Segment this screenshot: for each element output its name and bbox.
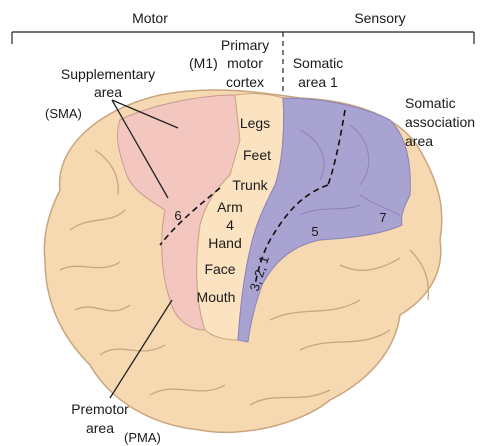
somatic-association-label: Somatic association area xyxy=(405,95,475,149)
premotor-line1: Premotor xyxy=(71,401,129,417)
area-6-number: 6 xyxy=(174,208,181,223)
somatic-association-line2: association xyxy=(405,114,475,130)
body-arm: Arm xyxy=(217,199,243,215)
somatic-area-1-label: Somatic area 1 xyxy=(293,55,344,90)
m1-label: (M1) xyxy=(189,55,218,71)
supplementary-line1: Supplementary xyxy=(61,66,155,82)
body-legs: Legs xyxy=(240,115,270,131)
supplementary-label: Supplementary area xyxy=(61,66,155,100)
body-area-4: 4 xyxy=(226,217,234,233)
somatic-area-1-line1: Somatic xyxy=(293,55,344,71)
premotor-label: Premotor area xyxy=(71,401,129,436)
area-5-number: 5 xyxy=(311,224,318,239)
somatic-area-1-line2: area 1 xyxy=(298,74,338,90)
sensory-header: Sensory xyxy=(354,10,405,26)
supplementary-line2: area xyxy=(94,84,122,100)
somatic-association-line1: Somatic xyxy=(405,95,456,111)
body-trunk: Trunk xyxy=(232,177,268,193)
primary-motor-label: Primary motor cortex xyxy=(221,37,269,90)
sma-label: (SMA) xyxy=(45,106,82,121)
motor-header: Motor xyxy=(132,10,168,26)
primary-motor-line2: motor xyxy=(227,55,263,71)
body-face: Face xyxy=(204,261,235,277)
primary-motor-line1: Primary xyxy=(221,37,269,53)
pma-label: (PMA) xyxy=(124,430,161,445)
primary-motor-line3: cortex xyxy=(226,74,264,90)
premotor-line2: area xyxy=(86,420,114,436)
body-mouth: Mouth xyxy=(197,289,236,305)
body-feet: Feet xyxy=(243,147,271,163)
body-hand: Hand xyxy=(208,235,241,251)
area-7-number: 7 xyxy=(379,210,386,225)
somatic-association-line3: area xyxy=(405,133,433,149)
